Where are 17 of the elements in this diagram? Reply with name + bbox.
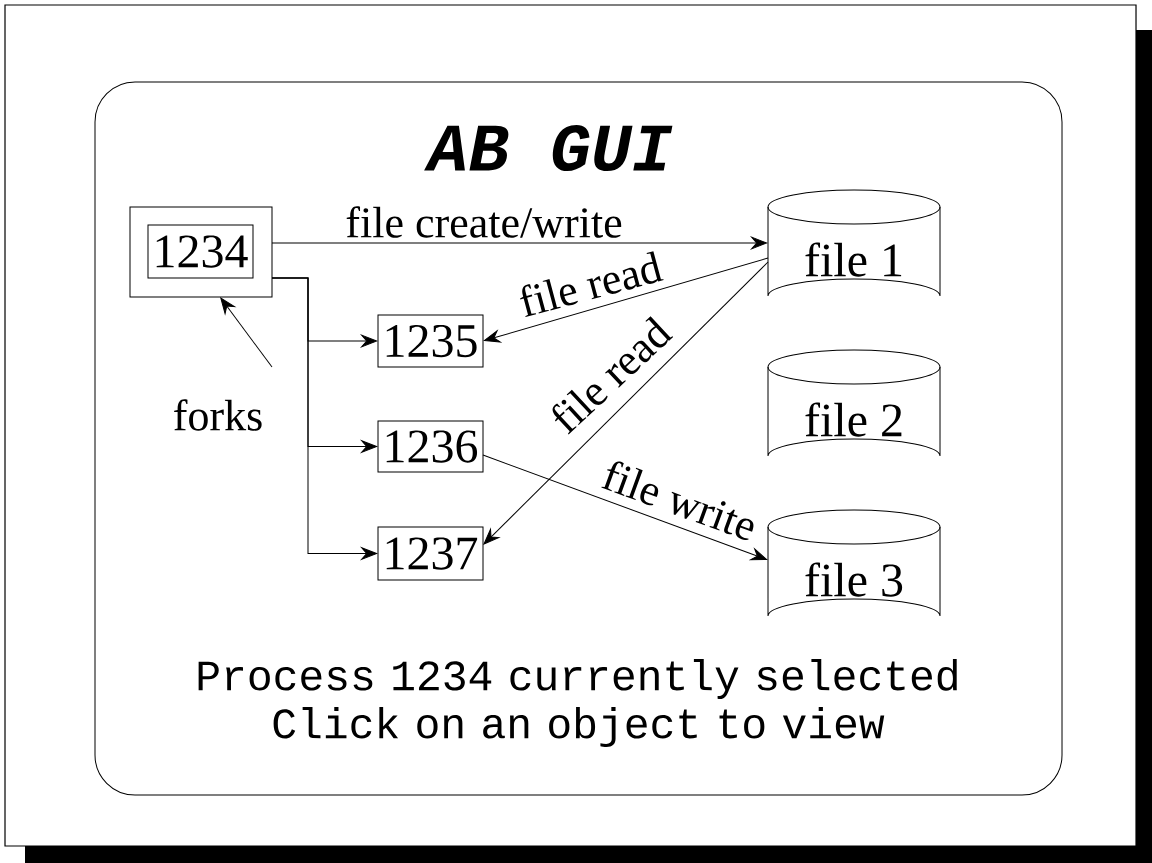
file-cylinder: file 1 [767,189,941,297]
fork-label: forks [174,399,262,431]
process-box: 1234 [147,224,254,279]
arrow [220,297,273,368]
arrow [271,236,768,250]
process-box [129,206,273,298]
process-box: 1235 [377,314,484,368]
edge-label: file write [596,455,764,545]
arrow [271,277,378,560]
edge-label: file create/write [346,206,622,238]
file-cylinder: file 2 [767,349,941,457]
arrow [482,454,768,561]
arrow [483,261,769,545]
arrow [483,257,769,343]
file-cylinder: file 3 [767,509,941,617]
process-box: 1237 [377,526,484,581]
process-box: 1236 [377,420,484,473]
